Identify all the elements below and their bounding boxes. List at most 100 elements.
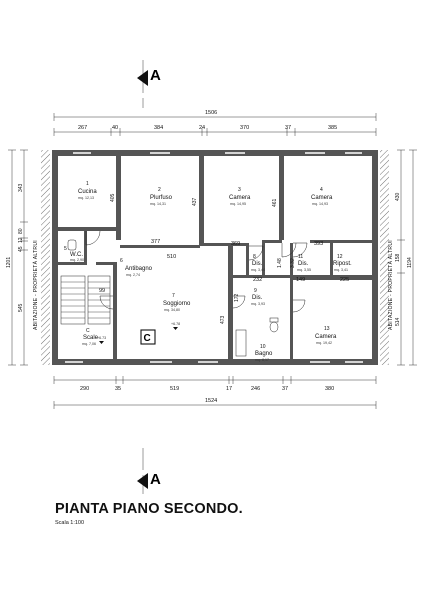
svg-text:Ripost.: Ripost. <box>333 261 352 267</box>
room-stair: C Scale mq. 7,06 <box>82 328 99 346</box>
dim-left-0: 343 <box>18 183 24 192</box>
svg-text:Bagno: Bagno <box>255 351 273 357</box>
level-soggiorno: +6.78 <box>171 322 180 326</box>
room-1: 1 Cucina mq. 12,13 <box>78 181 97 200</box>
svg-text:9: 9 <box>254 288 257 294</box>
svg-text:mq. 2,74: mq. 2,74 <box>126 273 140 277</box>
section-label-top: A <box>150 67 161 84</box>
stair-marker-label: C <box>144 333 151 344</box>
svg-text:7: 7 <box>172 293 175 299</box>
walls <box>52 150 378 365</box>
room-3: 3 Camera mq. 14,95 <box>229 187 251 206</box>
svg-text:510: 510 <box>167 254 176 260</box>
section-marker-top: A <box>137 60 161 108</box>
svg-text:mq. 14,31: mq. 14,31 <box>150 202 166 206</box>
level-stair: +6.73 <box>97 336 106 340</box>
dim-right-outer: 1194 <box>407 257 413 268</box>
right-side-label: ABITAZIONE - PROPRIETÀ ALTRUI <box>387 240 394 330</box>
dim-left-1: 80 <box>18 228 24 234</box>
svg-text:232: 232 <box>253 277 262 283</box>
room-9: 9 Dis. mq. 3,93 <box>251 288 265 306</box>
svg-text:mq. 8,17: mq. 8,17 <box>255 358 269 362</box>
svg-text:225: 225 <box>340 277 349 283</box>
bottom-dimensions: 290 35 519 17 246 37 380 1524 <box>53 376 377 409</box>
door-swings <box>85 230 308 313</box>
svg-text:mq. 19,42: mq. 19,42 <box>316 341 332 345</box>
svg-text:mq. 34,80: mq. 34,80 <box>164 308 180 312</box>
dim-bottom-4: 246 <box>251 386 260 392</box>
svg-text:10: 10 <box>260 344 266 350</box>
svg-text:W.C.: W.C. <box>70 252 83 258</box>
level-marks: +6.78 +6.73 <box>97 322 180 344</box>
svg-text:Dis.: Dis. <box>252 295 263 301</box>
svg-text:3: 3 <box>238 187 241 193</box>
svg-text:405: 405 <box>110 193 116 202</box>
room-7: 7 Soggiorno mq. 34,80 <box>163 293 191 312</box>
dim-right-0: 430 <box>395 192 401 201</box>
svg-text:2: 2 <box>158 187 161 193</box>
dim-top-2: 384 <box>154 125 163 131</box>
svg-text:Dis.: Dis. <box>252 261 263 267</box>
dim-right-2: 514 <box>395 317 401 326</box>
dim-top-4: 370 <box>240 125 249 131</box>
room-8: 8 Dis. mq. 3,44 <box>251 254 265 272</box>
svg-text:mq. 14,95: mq. 14,95 <box>230 202 246 206</box>
windows <box>65 152 363 363</box>
svg-text:1: 1 <box>86 181 89 187</box>
right-dimensions: 430 158 514 1194 <box>395 149 417 366</box>
dim-top-6: 385 <box>328 125 337 131</box>
svg-text:mq. 3,55: mq. 3,55 <box>297 268 311 272</box>
left-dimensions: 1201 343 80 12 45 545 <box>6 149 28 366</box>
svg-text:Antibagno: Antibagno <box>125 266 153 272</box>
dim-left-2: 12 <box>18 237 24 243</box>
room-6: 6 Antibagno mq. 2,74 <box>120 258 153 277</box>
dim-top-0: 267 <box>78 125 87 131</box>
svg-text:12: 12 <box>337 254 343 260</box>
svg-text:Camera: Camera <box>311 195 333 201</box>
stair-marker: C <box>140 329 156 345</box>
room-4: 4 Camera mq. 14,93 <box>311 187 333 206</box>
svg-text:mq. 14,93: mq. 14,93 <box>312 202 328 206</box>
svg-text:172: 172 <box>234 293 240 302</box>
dim-left-outer: 1201 <box>6 257 12 268</box>
svg-text:Cucina: Cucina <box>78 189 97 195</box>
room-labels: 1 Cucina mq. 12,13 2 Plurfuso mq. 14,31 … <box>64 181 352 362</box>
dim-right-1: 158 <box>395 253 401 262</box>
section-marker-bottom: A <box>137 448 161 494</box>
room-12: 12 Ripost. mq. 3,41 <box>333 254 352 272</box>
dim-top-3: 24 <box>199 125 205 131</box>
dim-bottom-3: 17 <box>226 386 232 392</box>
room-5: 5 W.C. mq. 2,90 <box>64 246 84 262</box>
room-13: 13 Camera mq. 19,42 <box>315 326 337 345</box>
svg-text:Soggiorno: Soggiorno <box>163 301 191 307</box>
top-dimensions: 1506 267 40 384 24 370 37 385 <box>53 110 377 136</box>
left-neighbor-hatch <box>41 150 50 365</box>
svg-text:mq. 3,93: mq. 3,93 <box>251 302 265 306</box>
dim-top-1: 40 <box>112 125 118 131</box>
svg-text:Dis.: Dis. <box>298 261 309 267</box>
dim-bottom-6: 380 <box>325 386 334 392</box>
svg-text:3.32: 3.32 <box>290 258 296 268</box>
bathroom-fixtures <box>67 239 279 357</box>
svg-text:mq. 3,41: mq. 3,41 <box>334 268 348 272</box>
svg-text:8: 8 <box>253 254 256 260</box>
interior-dimensions: 405 437 461 377 510 369 393 232 149 225 … <box>99 193 349 324</box>
dim-left-3: 45 <box>18 246 24 252</box>
svg-text:mq. 12,13: mq. 12,13 <box>78 196 94 200</box>
svg-text:mq. 7,06: mq. 7,06 <box>82 342 96 346</box>
plan-scale: Scala 1:100 <box>55 520 85 526</box>
room-11: 11 Dis. mq. 3,55 <box>297 254 311 272</box>
stair <box>60 275 111 325</box>
dim-top-total: 1506 <box>205 110 217 116</box>
svg-text:437: 437 <box>192 197 198 206</box>
room-10: 10 Bagno mq. 8,17 <box>255 344 273 362</box>
svg-text:11: 11 <box>298 254 303 260</box>
svg-text:149: 149 <box>296 277 305 283</box>
dim-bottom-2: 519 <box>170 386 179 392</box>
dim-top-5: 37 <box>285 125 291 131</box>
svg-text:mq. 2,90: mq. 2,90 <box>70 258 84 262</box>
svg-text:13: 13 <box>324 326 330 332</box>
svg-text:4: 4 <box>320 187 323 193</box>
svg-text:mq. 3,44: mq. 3,44 <box>251 268 265 272</box>
